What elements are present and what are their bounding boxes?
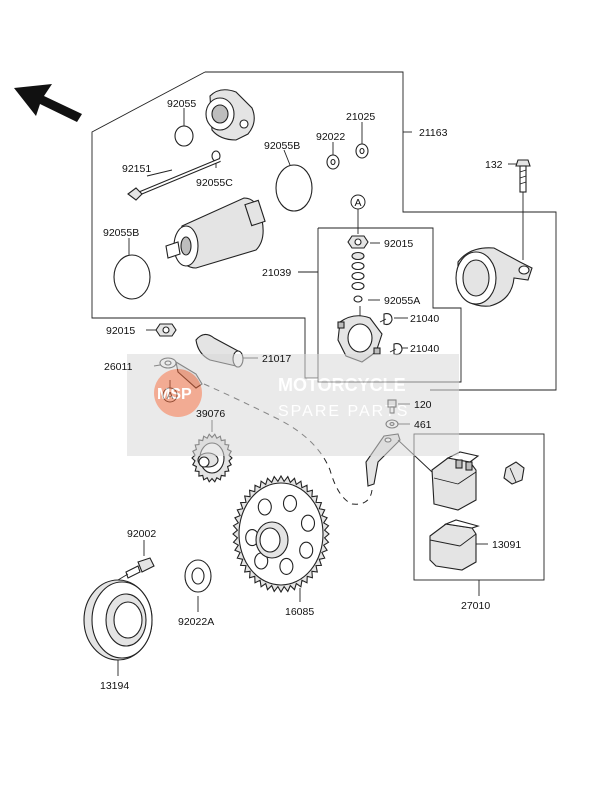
label-92055b-lower: 92055B <box>103 227 139 239</box>
bolt-92002 <box>117 557 155 581</box>
relay-cover-13091 <box>429 519 480 571</box>
label-92002: 92002 <box>127 528 156 540</box>
starter-end-cover-top <box>205 89 255 141</box>
label-92055c: 92055C <box>196 177 233 189</box>
label-21017: 21017 <box>262 353 291 365</box>
label-21040-lower: 21040 <box>410 343 439 355</box>
watermark-line-2: SPARE PARTS <box>278 403 409 420</box>
label-39076: 39076 <box>196 408 225 420</box>
brush-holder-hardware-stack <box>347 235 369 303</box>
msp-watermark: MSP MOTORCYCLE SPARE PARTS <box>127 354 459 456</box>
brush-21040-upper <box>379 313 393 326</box>
label-120: 120 <box>414 399 432 411</box>
starter-motor-frame-outline <box>91 71 557 391</box>
label-132: 132 <box>485 159 503 171</box>
starter-end-cover-right <box>455 247 533 307</box>
starter-relay-27010 <box>431 451 480 511</box>
reference-marker-a-top: A <box>350 194 366 234</box>
label-13194: 13194 <box>100 680 129 692</box>
o-ring-92055 <box>174 125 194 147</box>
label-92055a: 92055A <box>384 295 420 307</box>
brush-21040-lower <box>389 343 403 356</box>
nut-92015-lower-hole <box>162 326 170 334</box>
label-92022: 92022 <box>316 131 345 143</box>
washer-92022a-hole <box>191 567 205 585</box>
front-direction-arrow-icon <box>14 84 82 122</box>
washer-21025-hole <box>359 147 365 155</box>
label-16085: 16085 <box>285 606 314 618</box>
part-number-labels: 92055 21025 21163 92022 92151 92055C 920… <box>100 98 521 692</box>
label-92055b-upper: 92055B <box>264 140 300 152</box>
long-bolt-92151 <box>127 158 221 201</box>
label-92022a: 92022A <box>178 616 214 628</box>
label-92055: 92055 <box>167 98 196 110</box>
watermark-line-1: MOTORCYCLE <box>278 375 406 395</box>
label-21040-upper: 21040 <box>410 313 439 325</box>
reference-marker-a-top-label: A <box>355 197 362 209</box>
bolt-132 <box>515 159 531 260</box>
label-21025: 21025 <box>346 111 375 123</box>
washer-92022-hole <box>330 158 336 166</box>
label-21039: 21039 <box>262 267 291 279</box>
msp-badge-icon <box>154 369 202 417</box>
label-27010: 27010 <box>461 600 490 612</box>
one-way-clutch-13194 <box>83 579 153 661</box>
brush-holder-plate <box>337 306 383 363</box>
label-92015-upper: 92015 <box>384 238 413 250</box>
starter-clutch-gear-16085 <box>232 474 330 594</box>
label-92151: 92151 <box>122 163 151 175</box>
relay-fuse <box>503 461 525 485</box>
starter-motor-body <box>165 197 266 269</box>
o-ring-92055b-upper <box>275 164 313 212</box>
label-21163: 21163 <box>419 127 448 139</box>
o-ring-92055b-lower <box>113 254 151 300</box>
label-26011: 26011 <box>104 361 133 373</box>
label-461: 461 <box>414 419 432 431</box>
label-92015-lower: 92015 <box>106 325 135 337</box>
label-13091: 13091 <box>492 539 521 551</box>
watermark-badge-text: MSP <box>157 386 192 403</box>
